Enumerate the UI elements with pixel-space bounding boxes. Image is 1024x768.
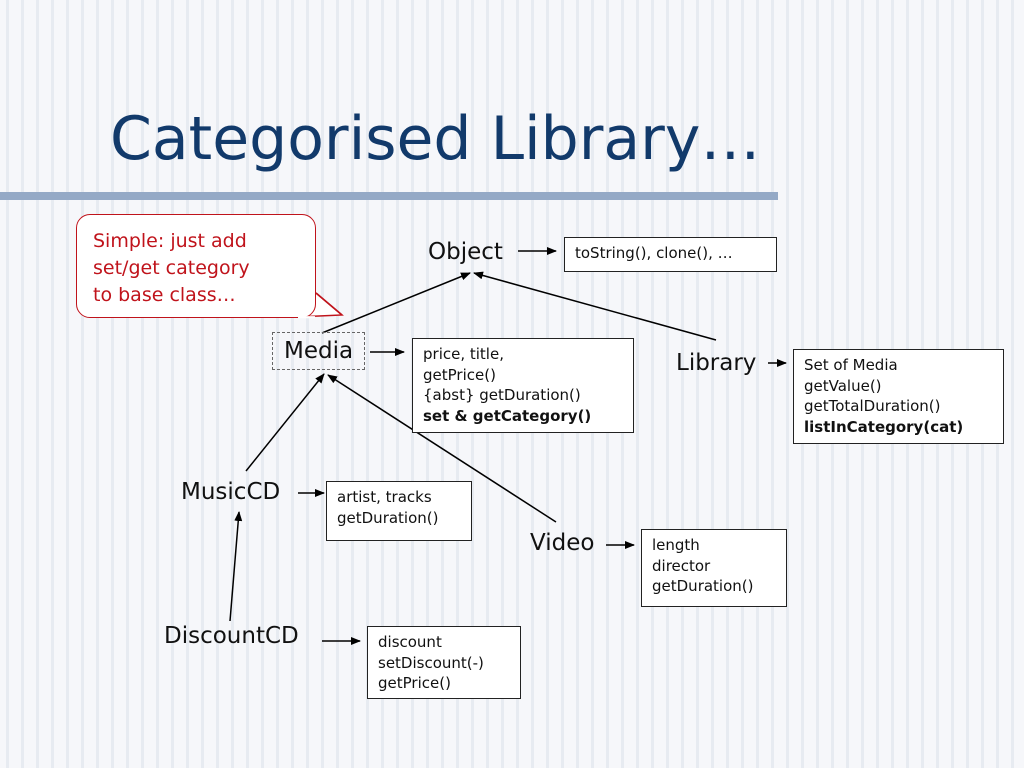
member-line: setDiscount(-)	[378, 653, 484, 672]
node-discountcd: DiscountCD	[164, 623, 299, 649]
member-line: director	[652, 556, 711, 575]
member-line: Set of Media	[804, 356, 898, 374]
member-line: getTotalDuration()	[804, 397, 941, 415]
callout-line: set/get category	[93, 257, 250, 279]
node-media: Media	[272, 332, 366, 370]
member-line: getDuration()	[652, 577, 754, 595]
callout-text: Simple: just add set/get category to bas…	[93, 228, 250, 309]
slide-title: Categorised Library…	[110, 104, 761, 174]
member-line-highlight: set & getCategory()	[423, 406, 592, 425]
arrow-discountcd-to-musiccd	[229, 511, 243, 622]
member-line-highlight: listInCategory(cat)	[804, 417, 964, 436]
members-box-object: toString(), clone(), …	[564, 237, 777, 272]
member-line: discount	[378, 633, 442, 651]
arrow-media-to-object	[321, 272, 471, 334]
arrow-video-to-media	[327, 374, 557, 523]
arrow-musiccd-to-media	[245, 373, 325, 472]
member-line: {abst} getDuration()	[423, 386, 581, 404]
member-line: getPrice()	[423, 365, 496, 384]
callout-bubble: Simple: just add set/get category to bas…	[76, 214, 316, 318]
title-underline	[0, 192, 778, 200]
members-box-video: length director getDuration()	[641, 529, 787, 607]
members-box-discountcd: discount setDiscount(-) getPrice()	[367, 626, 521, 699]
node-library: Library	[676, 350, 757, 376]
member-line: price, title,	[423, 345, 504, 363]
member-line: getValue()	[804, 376, 882, 395]
arrow-library-to-object	[473, 271, 717, 341]
member-line: artist, tracks	[337, 488, 432, 506]
members-box-media: price, title, getPrice() {abst} getDurat…	[412, 338, 634, 433]
member-line: length	[652, 536, 700, 554]
callout-line: Simple: just add	[93, 230, 247, 252]
node-video: Video	[530, 530, 595, 556]
callout-line: to base class…	[93, 284, 236, 306]
member-line: getDuration()	[337, 508, 439, 527]
members-box-library: Set of Media getValue() getTotalDuration…	[793, 349, 1004, 444]
node-musiccd: MusicCD	[181, 479, 281, 505]
node-object: Object	[428, 239, 503, 265]
member-line: getPrice()	[378, 674, 451, 692]
members-box-musiccd: artist, tracks getDuration()	[326, 481, 472, 541]
member-line: toString(), clone(), …	[575, 244, 733, 262]
